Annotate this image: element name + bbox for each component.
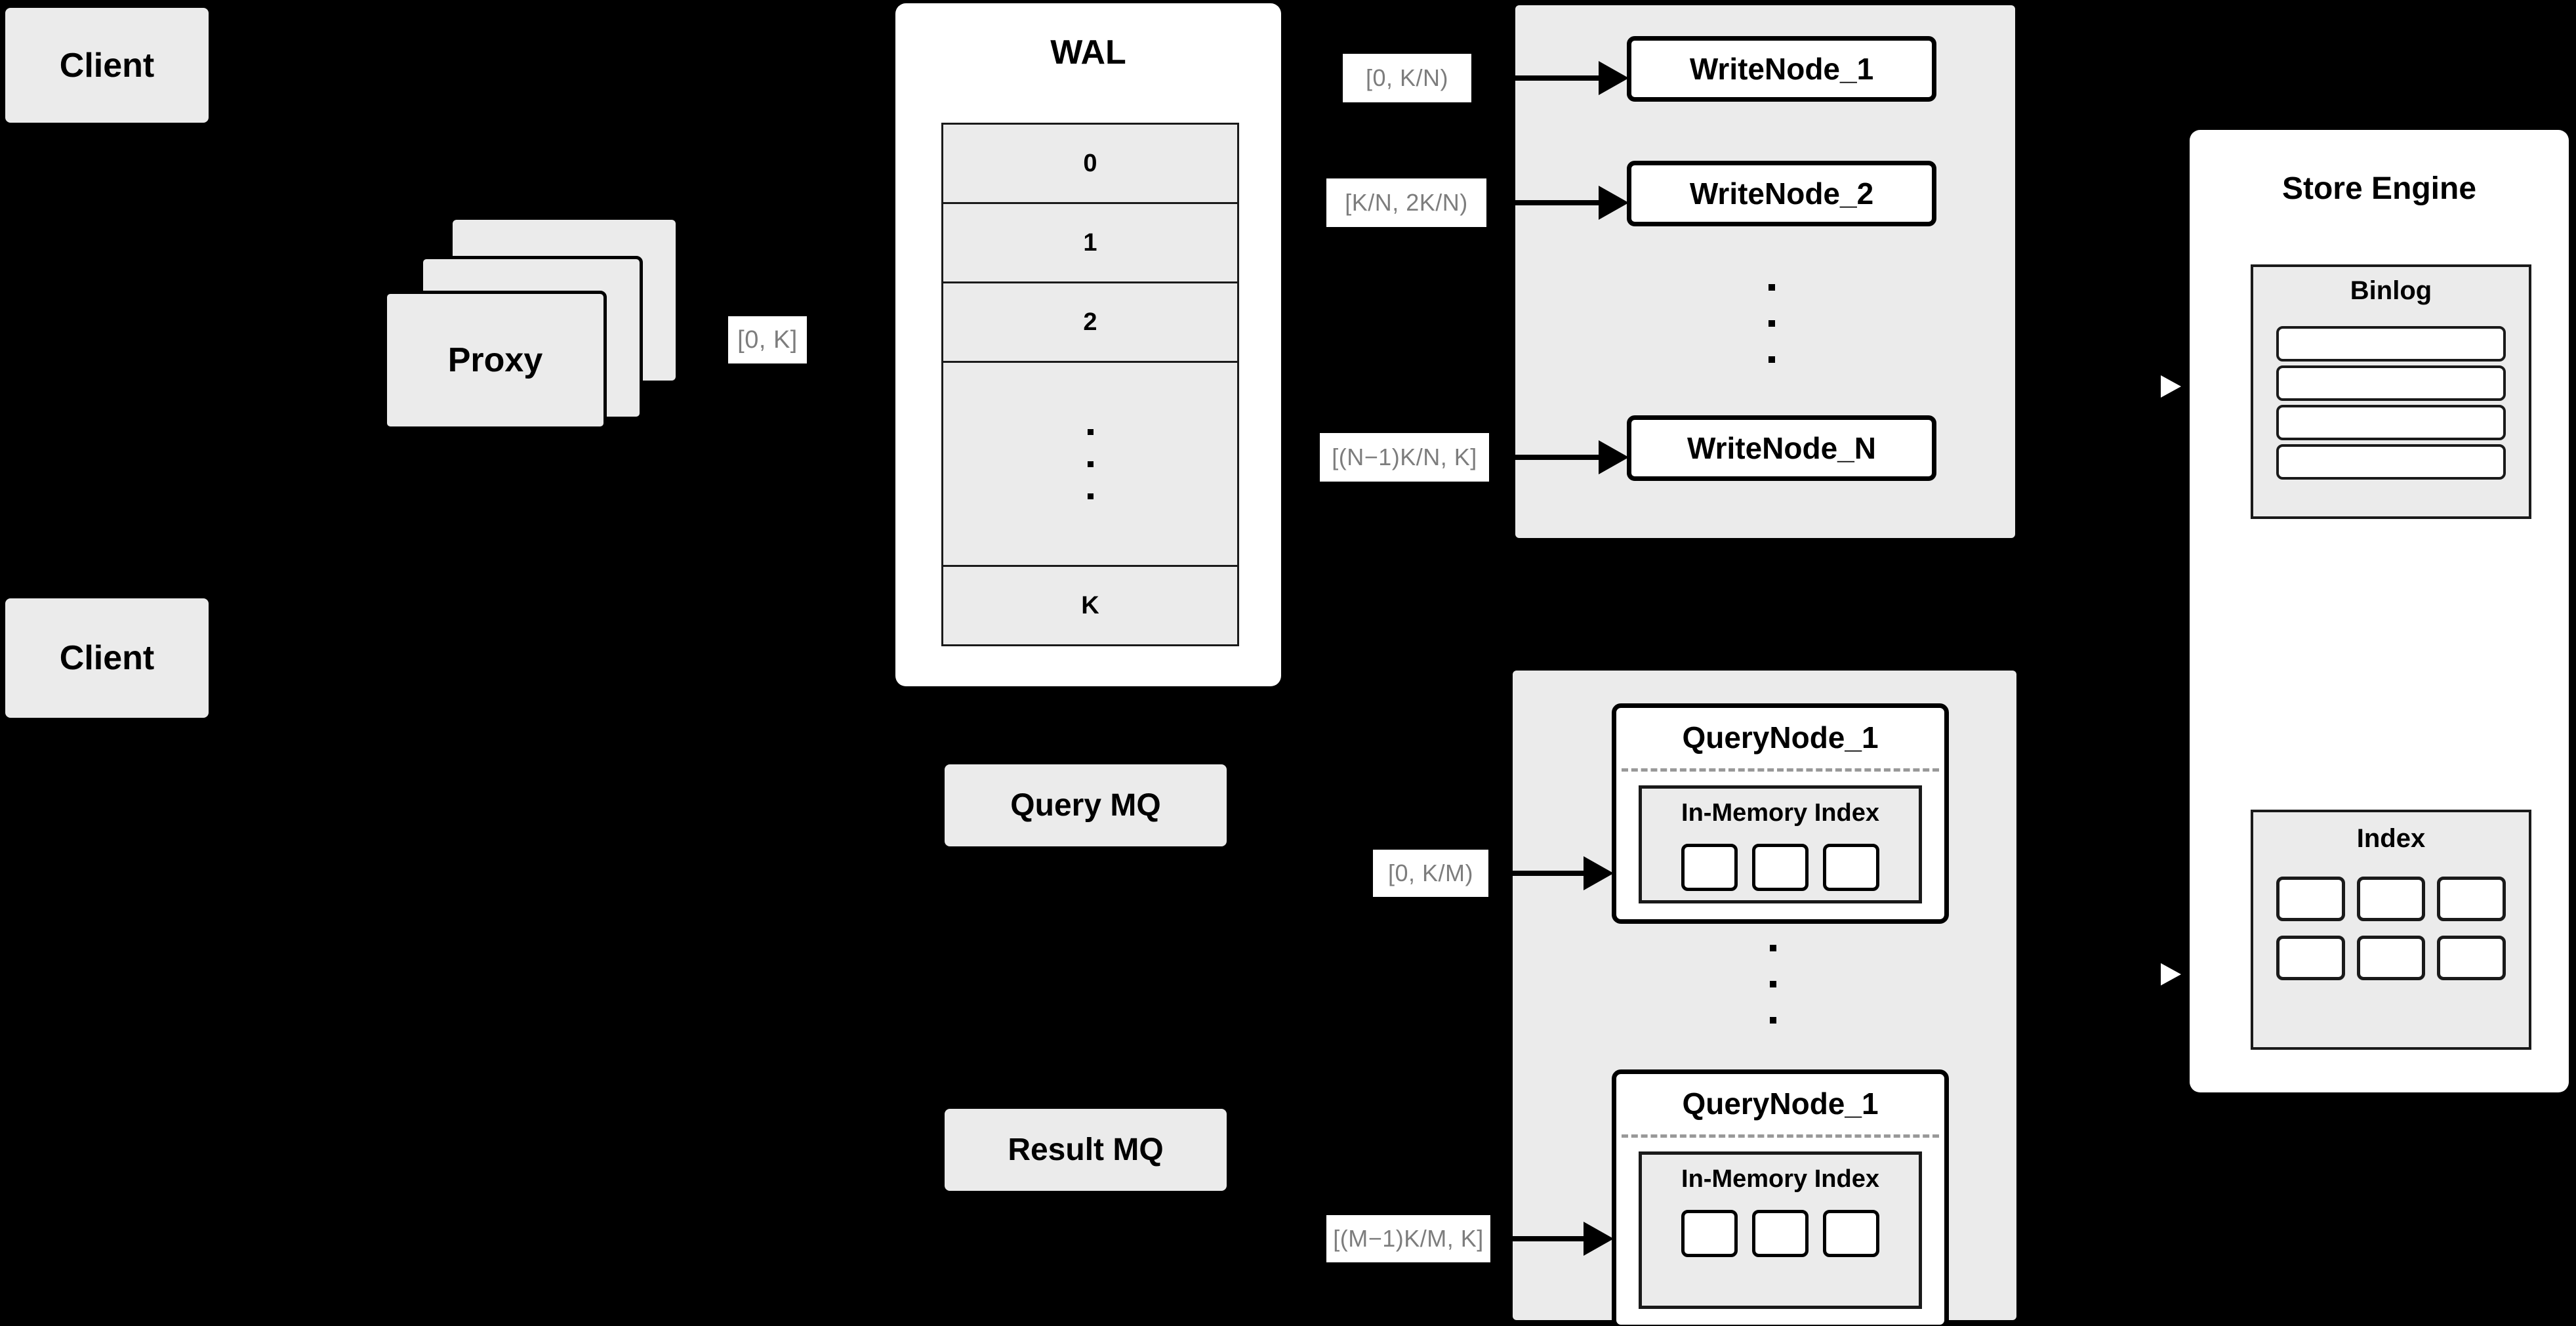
wal-row-k: K — [1081, 591, 1099, 619]
query-node-m-index-title: In-Memory Index — [1681, 1165, 1879, 1193]
wal-entry-table: 0 1 2 K — [941, 123, 1239, 646]
range-label-write-node-n: [(N−1)K/N, K] — [1320, 433, 1489, 482]
arrow-line-query-node-1 — [1490, 871, 1586, 876]
range-label-query-node-1: [0, K/M) — [1373, 850, 1488, 897]
write-node-n-label: WriteNode_N — [1687, 431, 1876, 465]
write-node-2[interactable]: WriteNode_2 — [1627, 161, 1936, 226]
wal-row-0: 0 — [943, 125, 1237, 204]
binlog-rows — [2276, 326, 2506, 480]
write-node-1[interactable]: WriteNode_1 — [1627, 36, 1936, 102]
query-node-1[interactable]: QueryNode_1 In-Memory Index — [1612, 703, 1949, 924]
write-node-n[interactable]: WriteNode_N — [1627, 415, 1936, 481]
wal-row-ellipsis — [943, 363, 1237, 567]
arrow-head-index — [2161, 959, 2192, 990]
wal-panel: WAL 0 1 2 K — [895, 3, 1281, 686]
query-cluster-vertical-ellipsis-icon — [1770, 945, 1776, 1024]
index-cell — [2437, 936, 2506, 980]
query-node-m-title: QueryNode_1 — [1682, 1087, 1879, 1121]
index-cell — [1681, 1210, 1738, 1257]
write-cluster-vertical-ellipsis-icon — [1768, 284, 1775, 363]
client-label-2: Client — [59, 639, 155, 677]
query-node-1-index-cells — [1642, 844, 1919, 891]
client-label-1: Client — [59, 46, 155, 85]
query-node-1-divider — [1622, 768, 1939, 772]
write-node-2-label: WriteNode_2 — [1689, 176, 1874, 211]
index-cell — [2276, 877, 2345, 921]
index-cell — [1752, 1210, 1809, 1257]
proxy-label: Proxy — [447, 341, 543, 379]
arrow-line-binlog — [2119, 384, 2165, 388]
binlog-row — [2276, 326, 2506, 362]
arrow-head-write-node-2 — [1599, 186, 1629, 220]
binlog-section: Binlog — [2251, 264, 2531, 519]
index-cell — [1823, 844, 1879, 891]
index-cell — [2276, 936, 2345, 980]
client-box-1[interactable]: Client — [5, 8, 209, 123]
arrow-line-write-node-n — [1490, 455, 1601, 460]
index-cell — [1752, 844, 1809, 891]
proxy-box[interactable]: Proxy — [384, 291, 607, 430]
arrow-line-write-node-2 — [1488, 200, 1601, 205]
binlog-row — [2276, 365, 2506, 401]
range-label-write-node-1: [0, K/N) — [1343, 54, 1471, 102]
range-label-write-node-2: [K/N, 2K/N) — [1326, 178, 1486, 227]
query-node-m-divider — [1622, 1134, 1939, 1138]
range-label-query-node-m: [(M−1)K/M, K] — [1326, 1215, 1490, 1262]
query-node-1-in-memory-index: In-Memory Index — [1639, 785, 1922, 903]
index-grid — [2276, 877, 2506, 980]
query-node-1-title: QueryNode_1 — [1682, 720, 1879, 755]
binlog-row — [2276, 444, 2506, 480]
index-title: Index — [2356, 824, 2426, 853]
index-section: Index — [2251, 810, 2531, 1050]
arrow-head-query-node-1 — [1584, 856, 1614, 890]
index-cell — [1681, 844, 1738, 891]
query-node-1-index-title: In-Memory Index — [1681, 799, 1879, 827]
binlog-row — [2276, 405, 2506, 440]
query-node-m-index-cells — [1642, 1210, 1919, 1257]
result-mq-box[interactable]: Result MQ — [945, 1109, 1227, 1191]
query-mq-box[interactable]: Query MQ — [945, 764, 1227, 846]
arrow-head-query-node-m — [1584, 1222, 1614, 1256]
wal-row-1: 1 — [943, 204, 1237, 283]
query-node-m-in-memory-index: In-Memory Index — [1639, 1151, 1922, 1309]
arrow-line-write-node-1 — [1473, 75, 1601, 81]
range-label-proxy-to-wal: [0, K] — [728, 316, 807, 363]
vertical-ellipsis-icon — [1087, 428, 1094, 499]
query-mq-label: Query MQ — [1010, 788, 1161, 823]
store-engine-panel: Store Engine Binlog Index — [2190, 130, 2569, 1092]
index-cell — [1823, 1210, 1879, 1257]
arrow-line-index — [2119, 941, 2165, 945]
client-box-2[interactable]: Client — [5, 598, 209, 718]
arrow-head-binlog — [2161, 371, 2192, 402]
arrow-line-query-node-m — [1492, 1236, 1586, 1241]
index-cell — [2437, 877, 2506, 921]
arrow-head-write-node-n — [1599, 440, 1629, 474]
write-node-1-label: WriteNode_1 — [1689, 52, 1874, 86]
result-mq-label: Result MQ — [1008, 1132, 1164, 1167]
store-engine-title: Store Engine — [2281, 171, 2477, 206]
wal-row-2: 2 — [943, 283, 1237, 363]
binlog-title: Binlog — [2350, 276, 2432, 305]
query-node-m[interactable]: QueryNode_1 In-Memory Index — [1612, 1069, 1949, 1326]
arrow-head-write-node-1 — [1599, 61, 1629, 95]
index-cell — [2356, 877, 2426, 921]
wal-title: WAL — [1050, 33, 1126, 72]
index-cell — [2356, 936, 2426, 980]
